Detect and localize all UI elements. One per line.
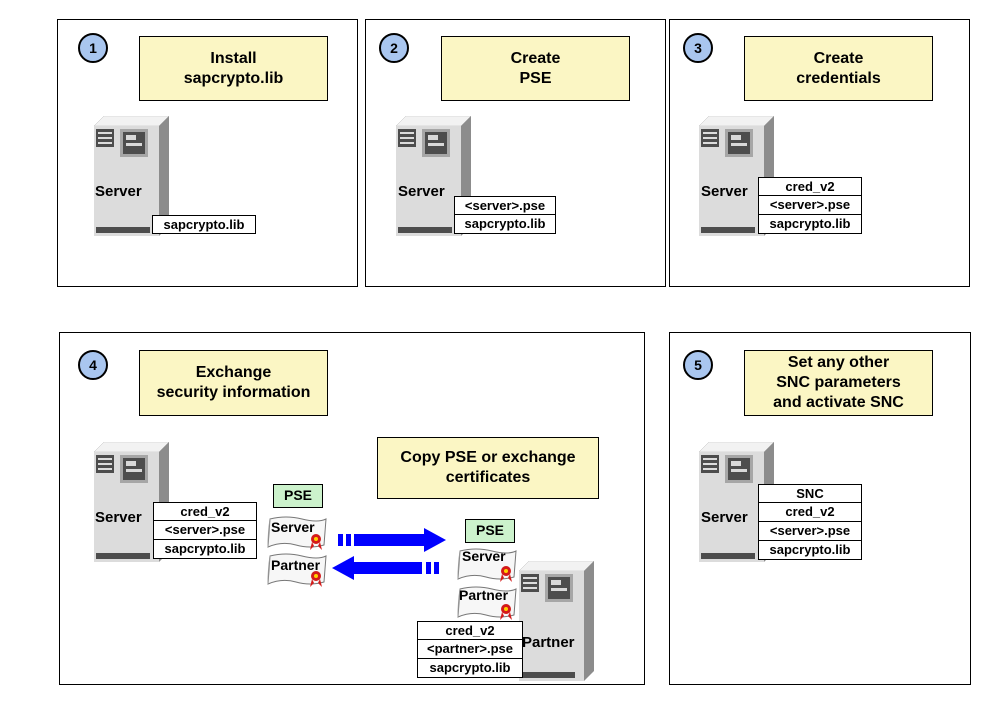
right-arrow-icon	[338, 528, 446, 552]
file-box: <server>.pse	[758, 522, 862, 541]
file-box: sapcrypto.lib	[454, 215, 556, 234]
note-line: PSE	[519, 69, 552, 87]
step-4-panel: 4 Exchange security information Server c…	[59, 332, 645, 685]
step-1-panel: 1 Install sapcrypto.lib Server sapcrypto…	[57, 19, 358, 287]
server-label: Server	[398, 183, 445, 200]
step-note: Set any other SNC parameters and activat…	[744, 350, 933, 416]
server-label: Server	[701, 183, 748, 200]
note-line: Exchange	[195, 364, 272, 381]
certificate-label: Partner	[271, 557, 321, 573]
certificate-label: Server	[271, 519, 315, 535]
file-box: <server>.pse	[454, 196, 556, 215]
step-2-panel: 2 Create PSE Server <server>.pse sapcryp…	[365, 19, 666, 287]
file-box: sapcrypto.lib	[152, 215, 256, 234]
file-stack: <server>.pse sapcrypto.lib	[454, 196, 556, 234]
file-box: SNC	[758, 484, 862, 503]
partner-label: Partner	[522, 634, 575, 651]
left-arrow-icon	[332, 556, 439, 580]
step-3-panel: 3 Create credentials Server cred_v2 <ser…	[669, 19, 970, 287]
step-note: Create credentials	[744, 36, 933, 101]
certificate-label: Partner	[459, 587, 509, 603]
step-note: Install sapcrypto.lib	[139, 36, 328, 101]
partner-server-icon	[519, 561, 594, 681]
file-box: sapcrypto.lib	[417, 659, 523, 678]
file-box: cred_v2	[153, 502, 257, 521]
note-line: Create	[510, 49, 561, 67]
step-number-badge: 4	[78, 350, 108, 380]
note-line: SNC parameters	[776, 374, 901, 391]
file-box: sapcrypto.lib	[758, 541, 862, 560]
file-stack: sapcrypto.lib	[152, 215, 256, 234]
exchange-note: Copy PSE or exchange certificates	[377, 437, 599, 499]
note-line: credentials	[796, 69, 881, 87]
note-line: Install	[210, 49, 257, 67]
file-box: <partner>.pse	[417, 640, 523, 659]
file-box: <server>.pse	[153, 521, 257, 540]
pse-tag: PSE	[465, 519, 515, 543]
step-number-badge: 2	[379, 33, 409, 63]
note-line: Set any other	[787, 354, 890, 371]
file-box: cred_v2	[758, 503, 862, 522]
pse-tag: PSE	[273, 484, 323, 508]
step-number-badge: 5	[683, 350, 713, 380]
note-line: certificates	[445, 469, 531, 486]
server-label: Server	[95, 183, 142, 200]
note-line: sapcrypto.lib	[183, 69, 284, 87]
step-5-panel: 5 Set any other SNC parameters and activ…	[669, 332, 971, 685]
certificate-label: Server	[462, 548, 506, 564]
file-box: sapcrypto.lib	[153, 540, 257, 559]
file-stack: SNC cred_v2 <server>.pse sapcrypto.lib	[758, 484, 862, 560]
server-label: Server	[701, 509, 748, 526]
file-box: <server>.pse	[758, 196, 862, 215]
file-box: cred_v2	[758, 177, 862, 196]
note-line: security information	[156, 384, 311, 401]
note-line: Create	[813, 49, 864, 67]
step-number-badge: 3	[683, 33, 713, 63]
step-note: Exchange security information	[139, 350, 328, 416]
file-stack: cred_v2 <server>.pse sapcrypto.lib	[758, 177, 862, 234]
file-box: cred_v2	[417, 621, 523, 640]
note-line: Copy PSE or exchange	[400, 449, 576, 466]
file-box: sapcrypto.lib	[758, 215, 862, 234]
step-number-badge: 1	[78, 33, 108, 63]
note-line: and activate SNC	[773, 394, 904, 411]
server-label: Server	[95, 509, 142, 526]
partner-file-stack: cred_v2 <partner>.pse sapcrypto.lib	[417, 621, 523, 678]
step-note: Create PSE	[441, 36, 630, 101]
file-stack: cred_v2 <server>.pse sapcrypto.lib	[153, 502, 257, 559]
